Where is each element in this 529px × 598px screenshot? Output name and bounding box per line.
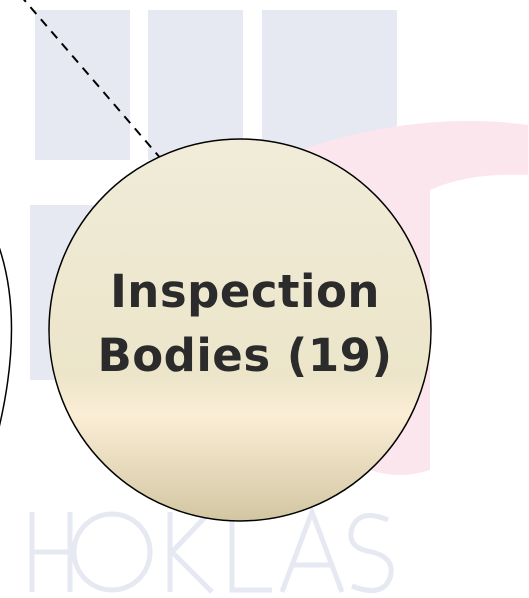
node-label-line2: Bodies (19): [97, 329, 393, 382]
neighbor-node-edge: [0, 247, 13, 427]
node-label: Inspection Bodies (19): [50, 260, 440, 388]
dashed-connector: [22, 0, 163, 161]
node-label-line1: Inspection: [110, 265, 380, 318]
inspection-bodies-node[interactable]: [48, 138, 432, 522]
